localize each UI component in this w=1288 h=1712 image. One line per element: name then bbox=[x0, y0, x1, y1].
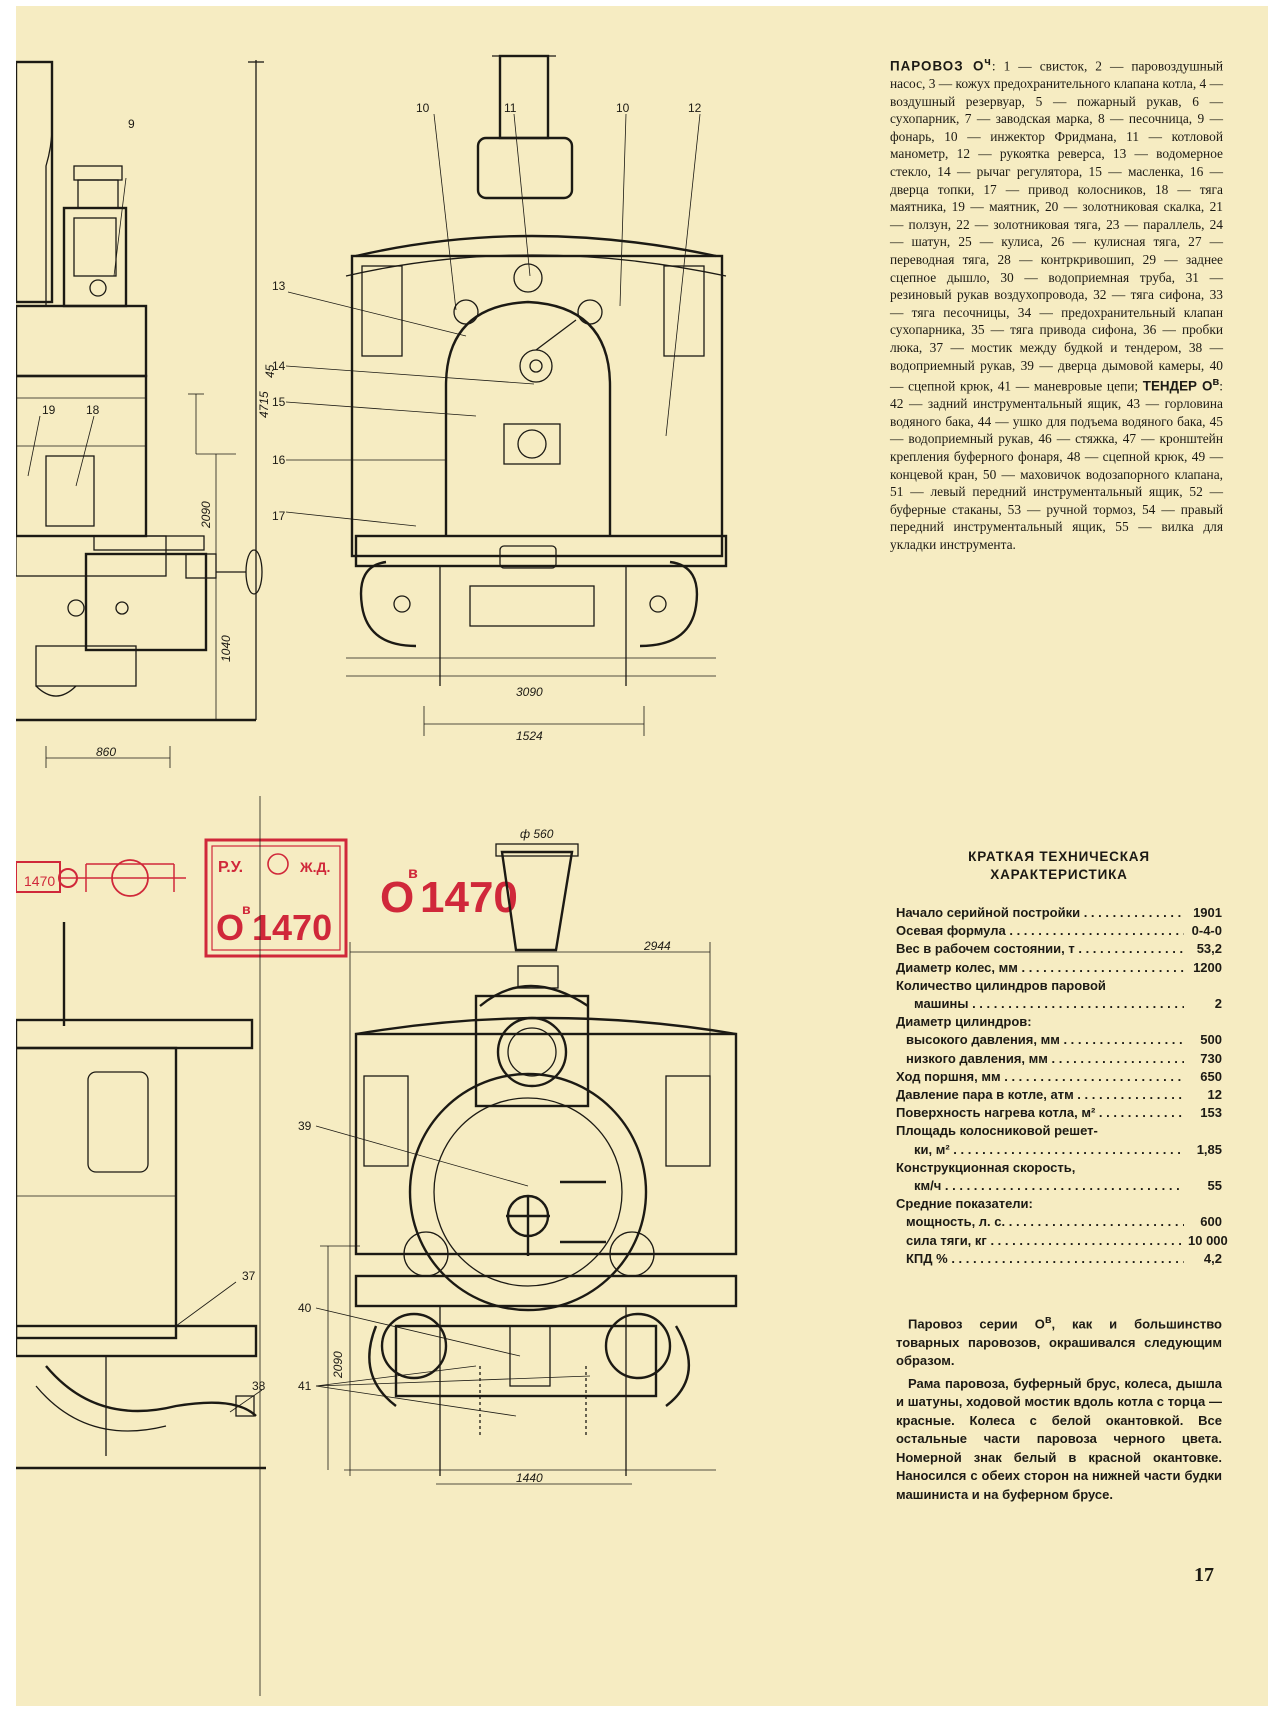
dimension-label: 1440 bbox=[516, 1471, 543, 1485]
callout-label: 11 bbox=[504, 101, 517, 115]
spec-row: Вес в рабочем состоянии, т53,2 bbox=[896, 940, 1222, 958]
dimension-label: 2090 bbox=[331, 1351, 345, 1379]
spec-row: машины2 bbox=[896, 995, 1222, 1013]
legend-lead: ПАРОВОЗ О bbox=[890, 58, 985, 74]
note-paragraph: Рама паровоза, буферный брус, колеса, ды… bbox=[896, 1375, 1222, 1502]
plate-number-sup: в bbox=[242, 901, 251, 917]
spec-row: низкого давления, мм730 bbox=[896, 1050, 1222, 1068]
dimension-label: 2944 bbox=[643, 939, 671, 953]
dimension-label: 1040 bbox=[219, 635, 233, 662]
plate-number-letter: О bbox=[216, 907, 244, 948]
callout-label: 12 bbox=[688, 101, 702, 115]
magazine-page: 9 19 18 45 4715 2090 1040 860 bbox=[16, 6, 1268, 1706]
callout-label: 10 bbox=[616, 101, 630, 115]
legend-tender: ТЕНДЕР О bbox=[1142, 378, 1213, 394]
side-view-top: 9 19 18 45 4715 2090 1040 860 bbox=[16, 60, 277, 768]
legend-text: : 1 — свисток, 2 — паровоздушный насос, … bbox=[890, 58, 1224, 394]
dimension-label: 4715 bbox=[257, 391, 271, 418]
small-plate-number: 1470 bbox=[24, 873, 55, 889]
specs-title-line1: КРАТКАЯ ТЕХНИЧЕСКАЯ bbox=[968, 849, 1150, 864]
callout-label: 10 bbox=[416, 101, 430, 115]
spec-row: Ход поршня, мм650 bbox=[896, 1068, 1222, 1086]
callout-label: 38 bbox=[252, 1379, 266, 1393]
callout-label: 37 bbox=[242, 1269, 256, 1283]
big-plate-sup: в bbox=[408, 865, 418, 882]
side-view-bottom: 37 38 bbox=[16, 922, 266, 1470]
callout-label: 17 bbox=[272, 509, 286, 523]
spec-row: Давление пара в котле, атм12 bbox=[896, 1086, 1222, 1104]
locomotive-drawings: 9 19 18 45 4715 2090 1040 860 bbox=[16, 54, 738, 1696]
spec-row: ки, м²1,85 bbox=[896, 1141, 1222, 1159]
callout-label: 9 bbox=[128, 117, 135, 131]
big-plate-letter: О bbox=[380, 873, 414, 922]
page-number: 17 bbox=[1194, 1564, 1214, 1586]
rear-view: 10 11 10 12 13 14 15 16 17 3090 1524 bbox=[272, 54, 728, 743]
callout-label: 16 bbox=[272, 453, 286, 467]
technical-specs: КРАТКАЯ ТЕХНИЧЕСКАЯ ХАРАКТЕРИСТИКА Начал… bbox=[896, 848, 1228, 1268]
spec-row: Осевая формула0-4-0 bbox=[896, 922, 1222, 940]
number-plates: 1470 Р.У. Ж.Д. О в 1470 О в 1470 bbox=[16, 838, 518, 958]
dimension-label: ф 560 bbox=[520, 827, 554, 841]
callout-label: 40 bbox=[298, 1301, 312, 1315]
callout-label: 15 bbox=[272, 395, 286, 409]
spec-row: КПД %4,2 bbox=[896, 1250, 1222, 1268]
front-view: ф 560 2944 2090 1440 39 40 41 bbox=[298, 827, 738, 1485]
dimension-label: 3090 bbox=[516, 685, 543, 699]
spec-row: сила тяги, кг10 000 bbox=[896, 1232, 1228, 1250]
dimension-label: 45 bbox=[263, 364, 277, 378]
dimension-label: 860 bbox=[96, 745, 116, 759]
legend-text-tender: : 42 — задний инструментальный ящик, 43 … bbox=[890, 378, 1224, 552]
specs-title-line2: ХАРАКТЕРИСТИКА bbox=[990, 867, 1128, 882]
plate-number: 1470 bbox=[252, 907, 332, 948]
spec-row: Площадь колосниковой решет- bbox=[896, 1123, 1098, 1139]
specs-title: КРАТКАЯ ТЕХНИЧЕСКАЯ ХАРАКТЕРИСТИКА bbox=[896, 848, 1222, 884]
legend-lead-sup: ч bbox=[984, 56, 992, 68]
note-paragraph: Паровоз серии Ов, как и большинство това… bbox=[896, 1314, 1222, 1369]
spec-row: Диаметр колес, мм1200 bbox=[896, 959, 1222, 977]
spec-row: Конструкционная скорость, bbox=[896, 1159, 1076, 1175]
dimension-label: 2090 bbox=[199, 501, 213, 529]
spec-row: км/ч55 bbox=[896, 1177, 1222, 1195]
spec-row: высокого давления, мм500 bbox=[896, 1031, 1222, 1049]
spec-row: Количество цилиндров паровой bbox=[896, 977, 1106, 993]
plate-top-left: Р.У. bbox=[218, 859, 243, 876]
spec-row: Средние показатели: bbox=[896, 1196, 1033, 1212]
spec-row: мощность, л. с.600 bbox=[896, 1213, 1222, 1231]
spec-row: Поверхность нагрева котла, м²153 bbox=[896, 1104, 1222, 1122]
callout-label: 18 bbox=[86, 403, 100, 417]
dimension-label: 1524 bbox=[516, 729, 543, 743]
callout-label: 41 bbox=[298, 1379, 312, 1393]
big-plate-number: 1470 bbox=[420, 873, 518, 922]
spec-row: Начало серийной постройки1901 bbox=[896, 904, 1222, 922]
parts-legend: ПАРОВОЗ Оч: 1 — свисток, 2 — паровоздушн… bbox=[890, 54, 1223, 554]
callout-label: 19 bbox=[42, 403, 56, 417]
callout-label: 39 bbox=[298, 1119, 312, 1133]
legend-tender-sup: в bbox=[1212, 376, 1220, 389]
plate-top-right: Ж.Д. bbox=[299, 859, 330, 875]
spec-row: Диаметр цилиндров: bbox=[896, 1014, 1032, 1030]
callout-label: 13 bbox=[272, 279, 286, 293]
callout-label: 14 bbox=[272, 359, 286, 373]
paint-scheme-note: Паровоз серии Ов, как и большинство това… bbox=[896, 1311, 1222, 1508]
